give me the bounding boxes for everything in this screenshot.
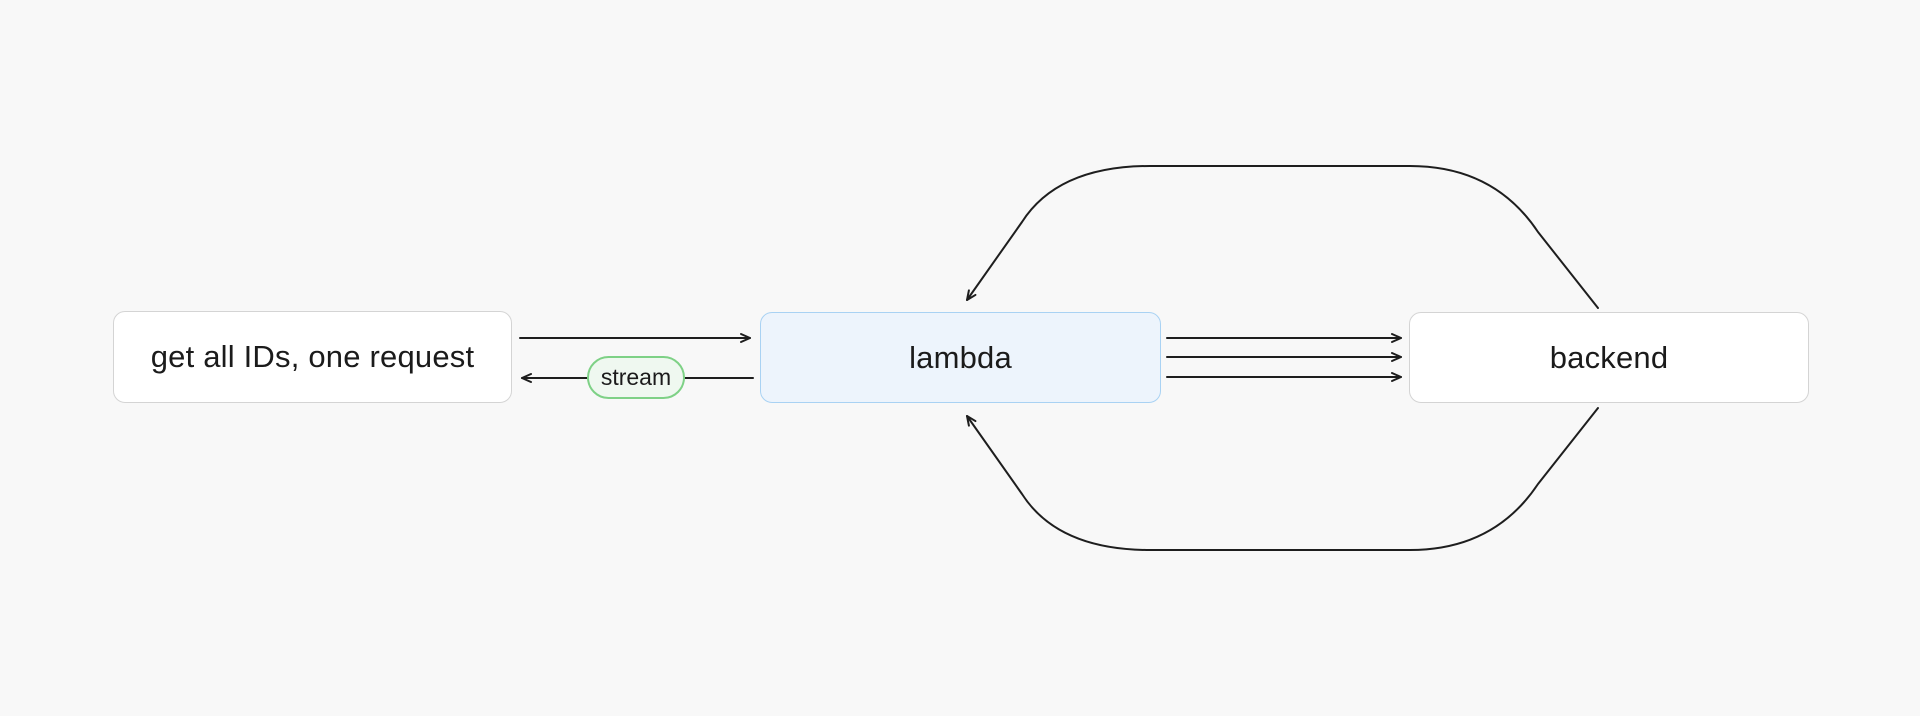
edge-backend-to-lambda-bottom[interactable]: [966, 407, 1599, 551]
stream-edge-label-pill[interactable]: stream: [587, 356, 685, 399]
node-lambda-label: lambda: [909, 339, 1012, 375]
edge-backend-to-lambda-top[interactable]: [966, 165, 1599, 309]
node-lambda[interactable]: lambda: [760, 312, 1161, 403]
node-get-all-ids-label: get all IDs, one request: [150, 339, 475, 374]
node-get-all-ids[interactable]: get all IDs, one request: [113, 311, 512, 403]
stream-edge-label: stream: [600, 364, 672, 390]
node-backend[interactable]: backend: [1409, 312, 1809, 403]
node-backend-label: backend: [1549, 339, 1669, 375]
